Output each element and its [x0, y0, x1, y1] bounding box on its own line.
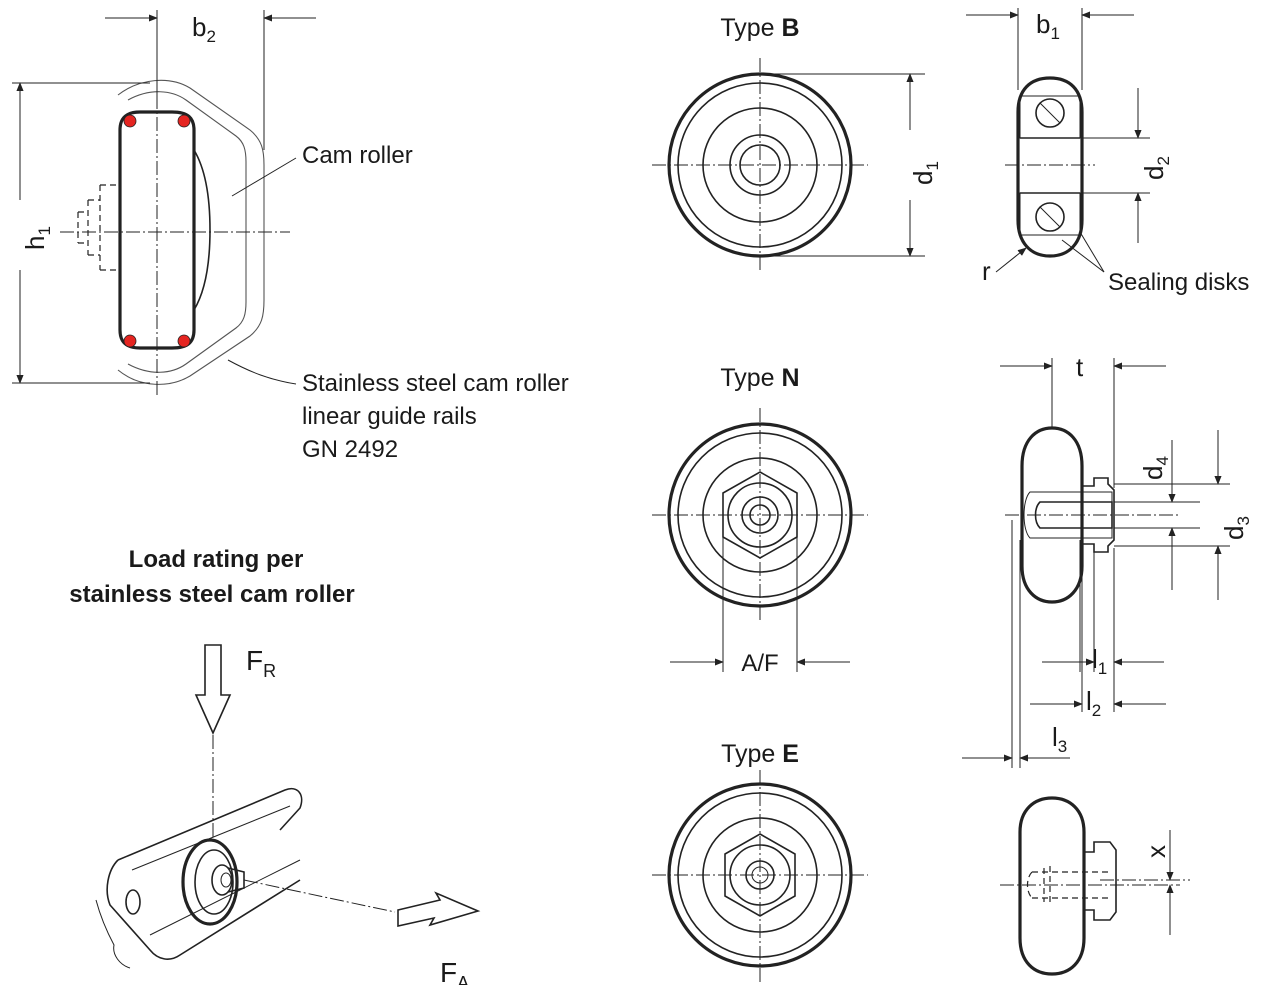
b2-label: b2 [192, 12, 216, 46]
perspective-roller-inner [194, 849, 234, 915]
l3-label: l3 [1052, 722, 1067, 756]
rail-leader [227, 359, 297, 385]
radial-force-arrow [194, 644, 232, 735]
r-label: r [982, 256, 991, 286]
perspective-roller-hex [211, 864, 233, 896]
type-e-front-view: Type E [652, 740, 868, 982]
af-label: A/F [741, 650, 778, 677]
type-b-ball-top [1035, 98, 1065, 128]
rail-perspective-edge [131, 805, 291, 871]
stud-hidden-tip [77, 211, 88, 244]
cam-roller-label: Cam roller [302, 142, 413, 169]
d2-label: d2 [1139, 156, 1173, 180]
cam-roller-hub [193, 149, 211, 311]
fa-label: FA [440, 957, 469, 985]
rail-label-line2: linear guide rails [302, 403, 477, 430]
contact-point [177, 334, 191, 348]
type-e-hidden-detail [1043, 866, 1051, 904]
sealing-disks-label: Sealing disks [1108, 269, 1249, 296]
load-title-line2: stainless steel cam roller [69, 581, 355, 608]
rail-section-view: b2 h1 Cam roller Stainless steel cam rol… [12, 10, 569, 463]
sealing-disk-leader-1 [1061, 239, 1105, 273]
type-n-hex-side [1082, 477, 1115, 553]
type-b-section-view: b1 d2 r Sealing disks [966, 8, 1249, 296]
type-b-ball-bottom [1035, 202, 1065, 232]
type-b-section-outline [1016, 76, 1084, 258]
load-rating-view: Load rating per stainless steel cam roll… [69, 546, 481, 985]
type-e-hex-side [1084, 841, 1117, 921]
type-b-title: Type B [720, 14, 799, 42]
axial-force-line [243, 879, 396, 913]
rail-label-line3: GN 2492 [302, 436, 398, 463]
type-n-front-view: Type N A/F [652, 364, 868, 677]
rail-label-line1: Stainless steel cam roller [302, 370, 569, 397]
type-b-front-view: Type B d1 [652, 14, 942, 272]
type-n-stud-hatch [1023, 491, 1113, 539]
fr-label: FR [246, 645, 276, 681]
type-b-ball-top-mark [1039, 102, 1061, 124]
type-e-title: Type E [721, 740, 799, 768]
stud-hidden-outline [87, 184, 120, 271]
l2-label: l2 [1086, 686, 1101, 720]
type-b-ball-bottom-mark [1039, 206, 1061, 228]
rail-perspective-top [117, 788, 303, 861]
type-b-section-hatch-bottom [1019, 192, 1081, 236]
type-n-side-view: t d4 d3 l1 l2 l3 [962, 352, 1253, 768]
h1-label: h1 [20, 226, 54, 250]
t-label: t [1076, 352, 1084, 382]
cam-roller-leader [231, 157, 297, 197]
x-label: x [1141, 845, 1171, 858]
b1-label: b1 [1036, 9, 1060, 43]
type-n-threaded-hole [1034, 501, 1113, 529]
rail-mounting-hole [125, 889, 141, 915]
axial-force-arrow [397, 891, 481, 927]
contact-point [123, 114, 137, 128]
type-e-roller-side [1018, 796, 1086, 976]
rail-cut-edge [95, 899, 131, 969]
d3-label: d3 [1219, 516, 1253, 540]
perspective-roller-outer [181, 838, 239, 926]
contact-point [123, 334, 137, 348]
d1-label: d1 [908, 161, 942, 185]
rail-perspective-bottom-edge [149, 859, 301, 936]
l1-label: l1 [1092, 644, 1107, 678]
type-n-title: Type N [720, 364, 799, 392]
r-leader [995, 247, 1027, 273]
type-b-section-hatch-top [1019, 95, 1081, 139]
perspective-roller-bore [220, 872, 232, 888]
rail-perspective-outer [106, 859, 301, 960]
type-e-side-view: x [1000, 796, 1190, 976]
load-title-line1: Load rating per [129, 546, 304, 573]
contact-point [177, 114, 191, 128]
sealing-disk-leader-2 [1079, 231, 1105, 273]
d4-label: d4 [1138, 456, 1172, 480]
